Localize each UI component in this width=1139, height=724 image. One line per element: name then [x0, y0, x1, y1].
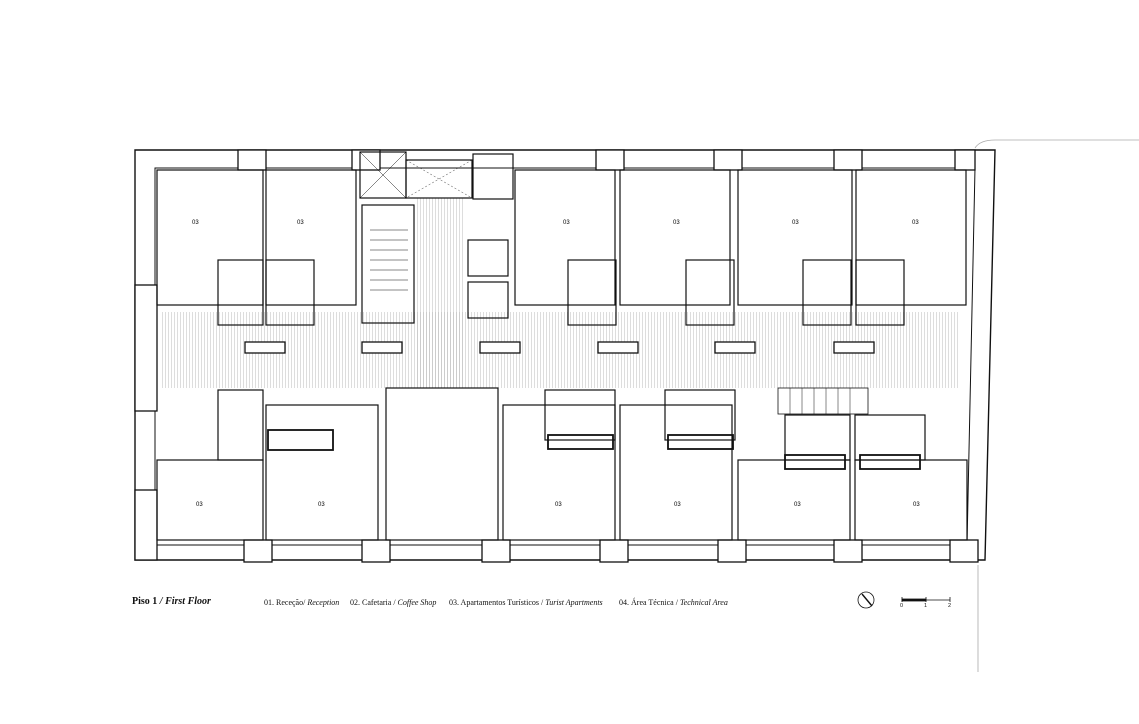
- floor-pt: Piso 1: [132, 596, 158, 607]
- legend-en: Turist Apartments: [545, 598, 603, 607]
- scale-tick: 2: [948, 603, 952, 609]
- site-boundary: [974, 139, 1139, 672]
- legend-en: Reception: [307, 598, 340, 607]
- room-label: 03: [555, 502, 562, 508]
- legend-pt: 03. Apartamentos Turísticos /: [449, 598, 544, 607]
- room-label: 03: [297, 220, 304, 226]
- legend-item: 04. Área Técnica / Technical Area: [619, 598, 728, 607]
- legend-en: Coffee Shop: [397, 598, 437, 607]
- vertical-core: [359, 151, 514, 324]
- legend-pt: 02. Cafetaria /: [350, 598, 396, 607]
- legend-pt: 04. Área Técnica /: [619, 598, 678, 607]
- room-labels: 03 03 03 03 03 03 03 03 03 03 03 03: [192, 220, 920, 508]
- scale-bar: [901, 597, 951, 602]
- top-apartments: [156, 169, 967, 326]
- corridor-benches: [244, 341, 875, 354]
- legend-item: 01. Receção/ Reception: [264, 598, 339, 607]
- room-label: 03: [674, 502, 681, 508]
- room-label: 03: [912, 220, 919, 226]
- bottom-apartments: [156, 387, 968, 541]
- central-hall: [415, 198, 465, 388]
- legend-pt: 01. Receção/: [264, 598, 306, 607]
- title-separator: /: [159, 596, 163, 607]
- room-label: 03: [673, 220, 680, 226]
- room-label: 03: [192, 220, 199, 226]
- room-label: 03: [196, 502, 203, 508]
- room-label: 03: [563, 220, 570, 226]
- legend-item: 03. Apartamentos Turísticos / Turist Apa…: [449, 598, 603, 607]
- room-label: 03: [318, 502, 325, 508]
- stair-lower: [777, 387, 869, 415]
- room-label: 03: [792, 220, 799, 226]
- scale-tick: 0: [900, 603, 904, 609]
- plan-title: Piso 1 / First Floor: [132, 596, 211, 607]
- scale-tick: 1: [924, 603, 928, 609]
- room-label: 03: [794, 502, 801, 508]
- legend-item: 02. Cafetaria / Coffee Shop: [350, 598, 436, 607]
- north-arrow-icon: [857, 591, 875, 609]
- floor-en: First Floor: [165, 596, 211, 607]
- legend-en: Technical Area: [679, 598, 728, 607]
- room-label: 03: [913, 502, 920, 508]
